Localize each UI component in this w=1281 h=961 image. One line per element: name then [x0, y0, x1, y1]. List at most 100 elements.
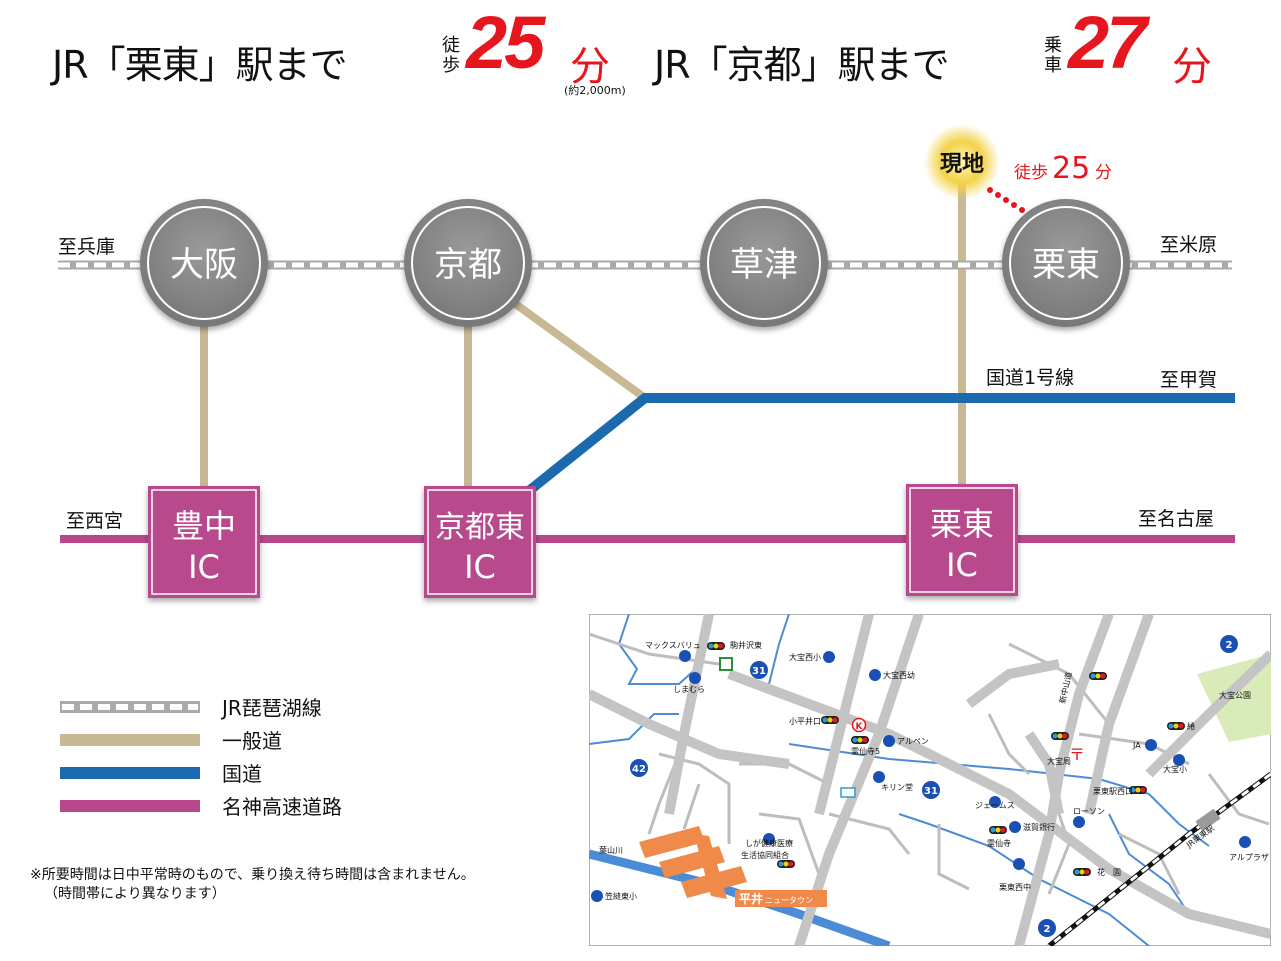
- poi-maxvalu: マックスバリュ: [645, 641, 701, 650]
- poi-reisenji: 霊仙寺: [987, 838, 1011, 848]
- header-walk-distance-note: (約2,000m): [564, 84, 626, 97]
- poi-kohirai: 小平井口: [789, 716, 821, 726]
- header-kyoto-car: JR「京都」駅まで 乗 車 27 分: [654, 1, 1254, 104]
- ic-kyoto-higashi-line2: IC: [464, 548, 496, 586]
- poi-lawson: ローソン: [1073, 807, 1105, 816]
- ic-ritto: 栗東 IC: [906, 484, 1018, 596]
- ic-toyonaka: 豊中 IC: [148, 486, 260, 598]
- poi-hayama-river: 葉山川: [599, 845, 623, 855]
- station-ritto: 栗東: [1002, 199, 1130, 327]
- poi-daiho-post: 大宝局: [1047, 756, 1071, 766]
- header-walk-minutes: 25: [466, 1, 545, 84]
- convenience-store-icon: [719, 657, 733, 671]
- route-shield-31a: 31: [750, 661, 768, 679]
- poi-shiga-clinic-2: 生活協同組合: [741, 850, 789, 860]
- poi-arupen: アルペン: [897, 737, 929, 746]
- header-walk-mode-top: 徒: [442, 35, 460, 56]
- road-kyoto-route1: [507, 296, 648, 402]
- legend-swatch-rail: [60, 701, 200, 713]
- route-shield-42: 42: [630, 759, 648, 777]
- legend-swatch-national-road: [60, 767, 200, 779]
- header: JR「栗東」駅まで 徒 歩 25 分 (約2,000m) JR「京都」駅まで 乗…: [0, 0, 1281, 110]
- ic-ritto-line2: IC: [946, 546, 978, 584]
- ic-kyoto-higashi: 京都東 IC: [424, 486, 536, 598]
- ic-kyoto-higashi-line1: 京都東: [435, 510, 525, 545]
- poi-ritto-nishi-chu: 栗東西中: [999, 882, 1031, 892]
- svg-text:ニュータウン: ニュータウン: [765, 896, 813, 905]
- poi-magarisawa: 駒井沢東: [730, 640, 762, 650]
- direction-rail-east: 至米原: [1160, 234, 1217, 256]
- route-diagram: 現地 徒歩 25 分 大阪 京都 草津 栗東 豊中 IC 京都東 IC: [58, 124, 1235, 598]
- svg-text:K: K: [856, 722, 864, 732]
- legend-label-national-road: 国道: [222, 762, 262, 786]
- hirai-newtown-label: 平井 ニュータウン: [735, 890, 827, 907]
- header-ritto-prefix: JR「栗東」駅まで: [52, 43, 348, 87]
- poi-labels: マックスバリュ 駒井沢東 しまむら 大宝西小 大宝西幼 小平井口 霊仙寺5 アル…: [599, 640, 1269, 901]
- station-osaka-label: 大阪: [170, 245, 238, 285]
- svg-text:31: 31: [752, 666, 766, 677]
- poi-daihonishi-yo: 大宝西幼: [883, 670, 915, 680]
- direction-route1-east: 至甲賀: [1160, 369, 1217, 391]
- poi-daiho-park: 大宝公園: [1219, 690, 1251, 700]
- walk-time-label: 徒歩 25 分: [1014, 151, 1112, 186]
- general-roads: [200, 180, 966, 490]
- map-railway: [1047, 771, 1271, 946]
- footnote-line2: （時間帯により異なります）: [44, 886, 226, 902]
- poi-alplaza: アルプラザ: [1229, 853, 1269, 862]
- jr-ritto-station-building: [1195, 808, 1221, 832]
- direction-rail-west: 至兵庫: [58, 236, 115, 258]
- legend-label-expressway: 名神高速道路: [222, 795, 342, 819]
- header-car-mode-top: 乗: [1044, 35, 1062, 56]
- footnote: ※所要時間は日中平常時のもので、乗り換え待ち時間は含まれません。 （時間帯により…: [30, 866, 590, 904]
- area-map: 〒 K 31 31 42 2 2 マックスバリュ 駒井沢東 しまむら 大宝西小 …: [589, 614, 1271, 946]
- legend-label-rail: JR琵琶湖線: [222, 696, 322, 720]
- walk-mode-label: 徒歩: [1014, 163, 1048, 183]
- walk-unit-label: 分: [1095, 163, 1112, 183]
- route1-label: 国道1号線: [986, 367, 1074, 389]
- poi-kirindo: キリン堂: [881, 782, 913, 792]
- traffic-signals: [707, 642, 1185, 876]
- svg-text:31: 31: [924, 786, 938, 797]
- facility-dots: [591, 650, 1251, 902]
- ic-ritto-line1: 栗東: [930, 505, 994, 543]
- post-office-icon: 〒: [1069, 745, 1085, 764]
- svg-text:平井: 平井: [739, 891, 763, 906]
- ic-toyonaka-line2: IC: [188, 548, 220, 586]
- legend: JR琵琶湖線 一般道 国道 名神高速道路: [60, 690, 480, 822]
- direction-meishin-west: 至西宮: [66, 510, 123, 532]
- poi-james: ジェームス: [975, 801, 1015, 810]
- station-kusatsu-label: 草津: [730, 245, 798, 285]
- poi-ja: JA: [1132, 741, 1141, 750]
- poi-hanazono: 花 園: [1097, 867, 1121, 877]
- poi-daihonishi-sho: 大宝西小: [789, 652, 821, 662]
- legend-swatch-expressway: [60, 800, 200, 812]
- poi-ritto-eki-nishi: 栗東駅西口: [1093, 786, 1133, 796]
- legend-row-general-road: 一般道: [60, 723, 480, 756]
- header-walk-mode-bottom: 歩: [442, 55, 460, 76]
- station-kyoto-label: 京都: [434, 245, 502, 285]
- header-kyoto-prefix: JR「京都」駅まで: [654, 43, 950, 87]
- legend-row-national-road: 国道: [60, 756, 480, 789]
- station-osaka: 大阪: [140, 199, 268, 327]
- header-car-minutes: 27: [1068, 1, 1147, 84]
- poi-reisenji5: 霊仙寺5: [851, 746, 880, 756]
- poi-shimamura: しまむら: [673, 685, 705, 694]
- header-car-mode-bottom: 車: [1044, 55, 1062, 76]
- route-shield-31b: 31: [922, 781, 940, 799]
- walk-route-dots: [987, 187, 1025, 213]
- svg-text:42: 42: [632, 764, 646, 775]
- svg-text:2: 2: [1044, 924, 1051, 935]
- poi-kasagi-east-school: 笠縫東小: [605, 891, 637, 901]
- footnote-line1: ※所要時間は日中平常時のもので、乗り換え待ち時間は含まれません。: [30, 867, 475, 883]
- poi-tsuru: 綣: [1187, 721, 1195, 731]
- poi-daiho-sho: 大宝小: [1163, 764, 1187, 774]
- ic-toyonaka-line1: 豊中: [172, 507, 236, 545]
- site-label: 現地: [940, 152, 984, 177]
- national-route-1: [526, 393, 1235, 494]
- svg-text:2: 2: [1226, 640, 1233, 651]
- walk-minutes-label: 25: [1052, 151, 1090, 186]
- poi-shiga-clinic-1: しが健康医療: [745, 838, 793, 848]
- legend-row-rail: JR琵琶湖線: [60, 690, 480, 723]
- legend-label-general-road: 一般道: [222, 729, 282, 753]
- route-shield-2a: 2: [1220, 635, 1238, 653]
